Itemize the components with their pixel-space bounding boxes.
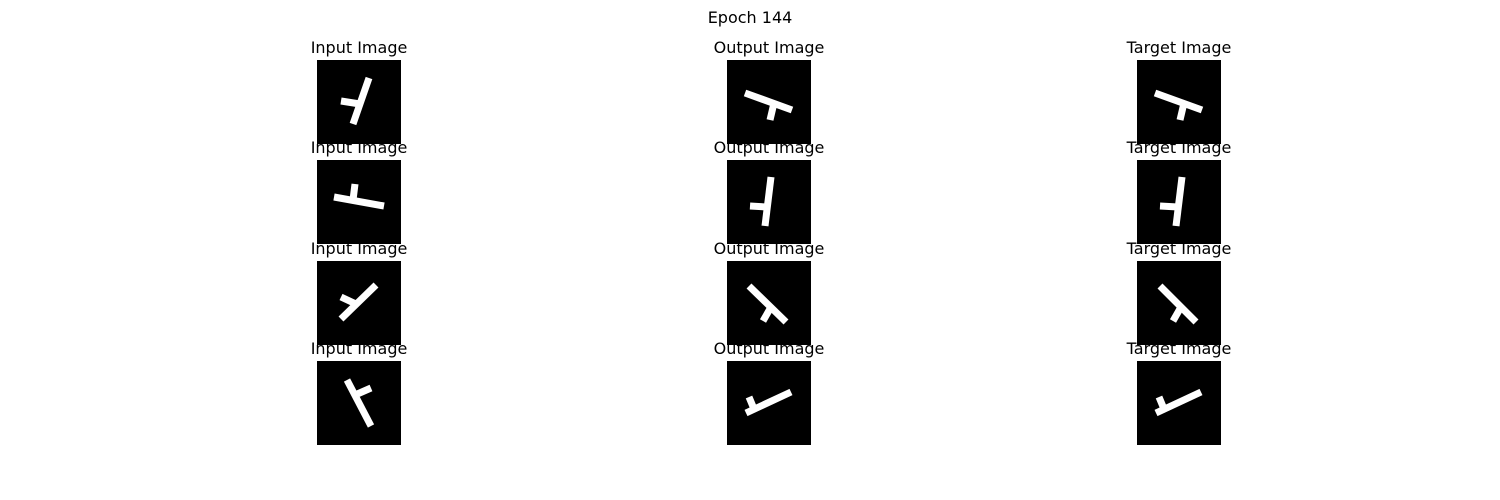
output-image-title: Output Image bbox=[713, 239, 825, 258]
output-image-cell: Output Image bbox=[714, 239, 824, 345]
target-image bbox=[1137, 60, 1221, 144]
input-image-title: Input Image bbox=[310, 138, 408, 157]
input-image bbox=[317, 60, 401, 144]
target-image-cell: Target Image bbox=[1127, 38, 1231, 144]
target-image bbox=[1137, 361, 1221, 445]
output-image bbox=[727, 261, 811, 345]
input-image bbox=[317, 361, 401, 445]
target-image-cell: Target Image bbox=[1127, 239, 1231, 345]
output-image-cell: Output Image bbox=[714, 38, 824, 144]
output-image-title: Output Image bbox=[713, 138, 825, 157]
input-image-cell: Input Image bbox=[311, 38, 407, 144]
target-image-cell: Target Image bbox=[1127, 138, 1231, 244]
output-image bbox=[727, 160, 811, 244]
input-image bbox=[317, 160, 401, 244]
input-image-cell: Input Image bbox=[311, 339, 407, 445]
output-image-cell: Output Image bbox=[714, 339, 824, 445]
input-image-title: Input Image bbox=[310, 239, 408, 258]
input-image bbox=[317, 261, 401, 345]
output-image-title: Output Image bbox=[713, 38, 825, 57]
target-image bbox=[1137, 261, 1221, 345]
output-image bbox=[727, 60, 811, 144]
target-image-cell: Target Image bbox=[1127, 339, 1231, 445]
output-image-cell: Output Image bbox=[714, 138, 824, 244]
target-image-title: Target Image bbox=[1126, 38, 1232, 57]
target-image bbox=[1137, 160, 1221, 244]
input-image-cell: Input Image bbox=[311, 138, 407, 244]
input-image-title: Input Image bbox=[310, 339, 408, 358]
target-image-title: Target Image bbox=[1126, 138, 1232, 157]
input-image-title: Input Image bbox=[310, 38, 408, 57]
output-image-title: Output Image bbox=[713, 339, 825, 358]
figure-title: Epoch 144 bbox=[707, 8, 793, 27]
output-image bbox=[727, 361, 811, 445]
target-image-title: Target Image bbox=[1126, 339, 1232, 358]
target-image-title: Target Image bbox=[1126, 239, 1232, 258]
input-image-cell: Input Image bbox=[311, 239, 407, 345]
